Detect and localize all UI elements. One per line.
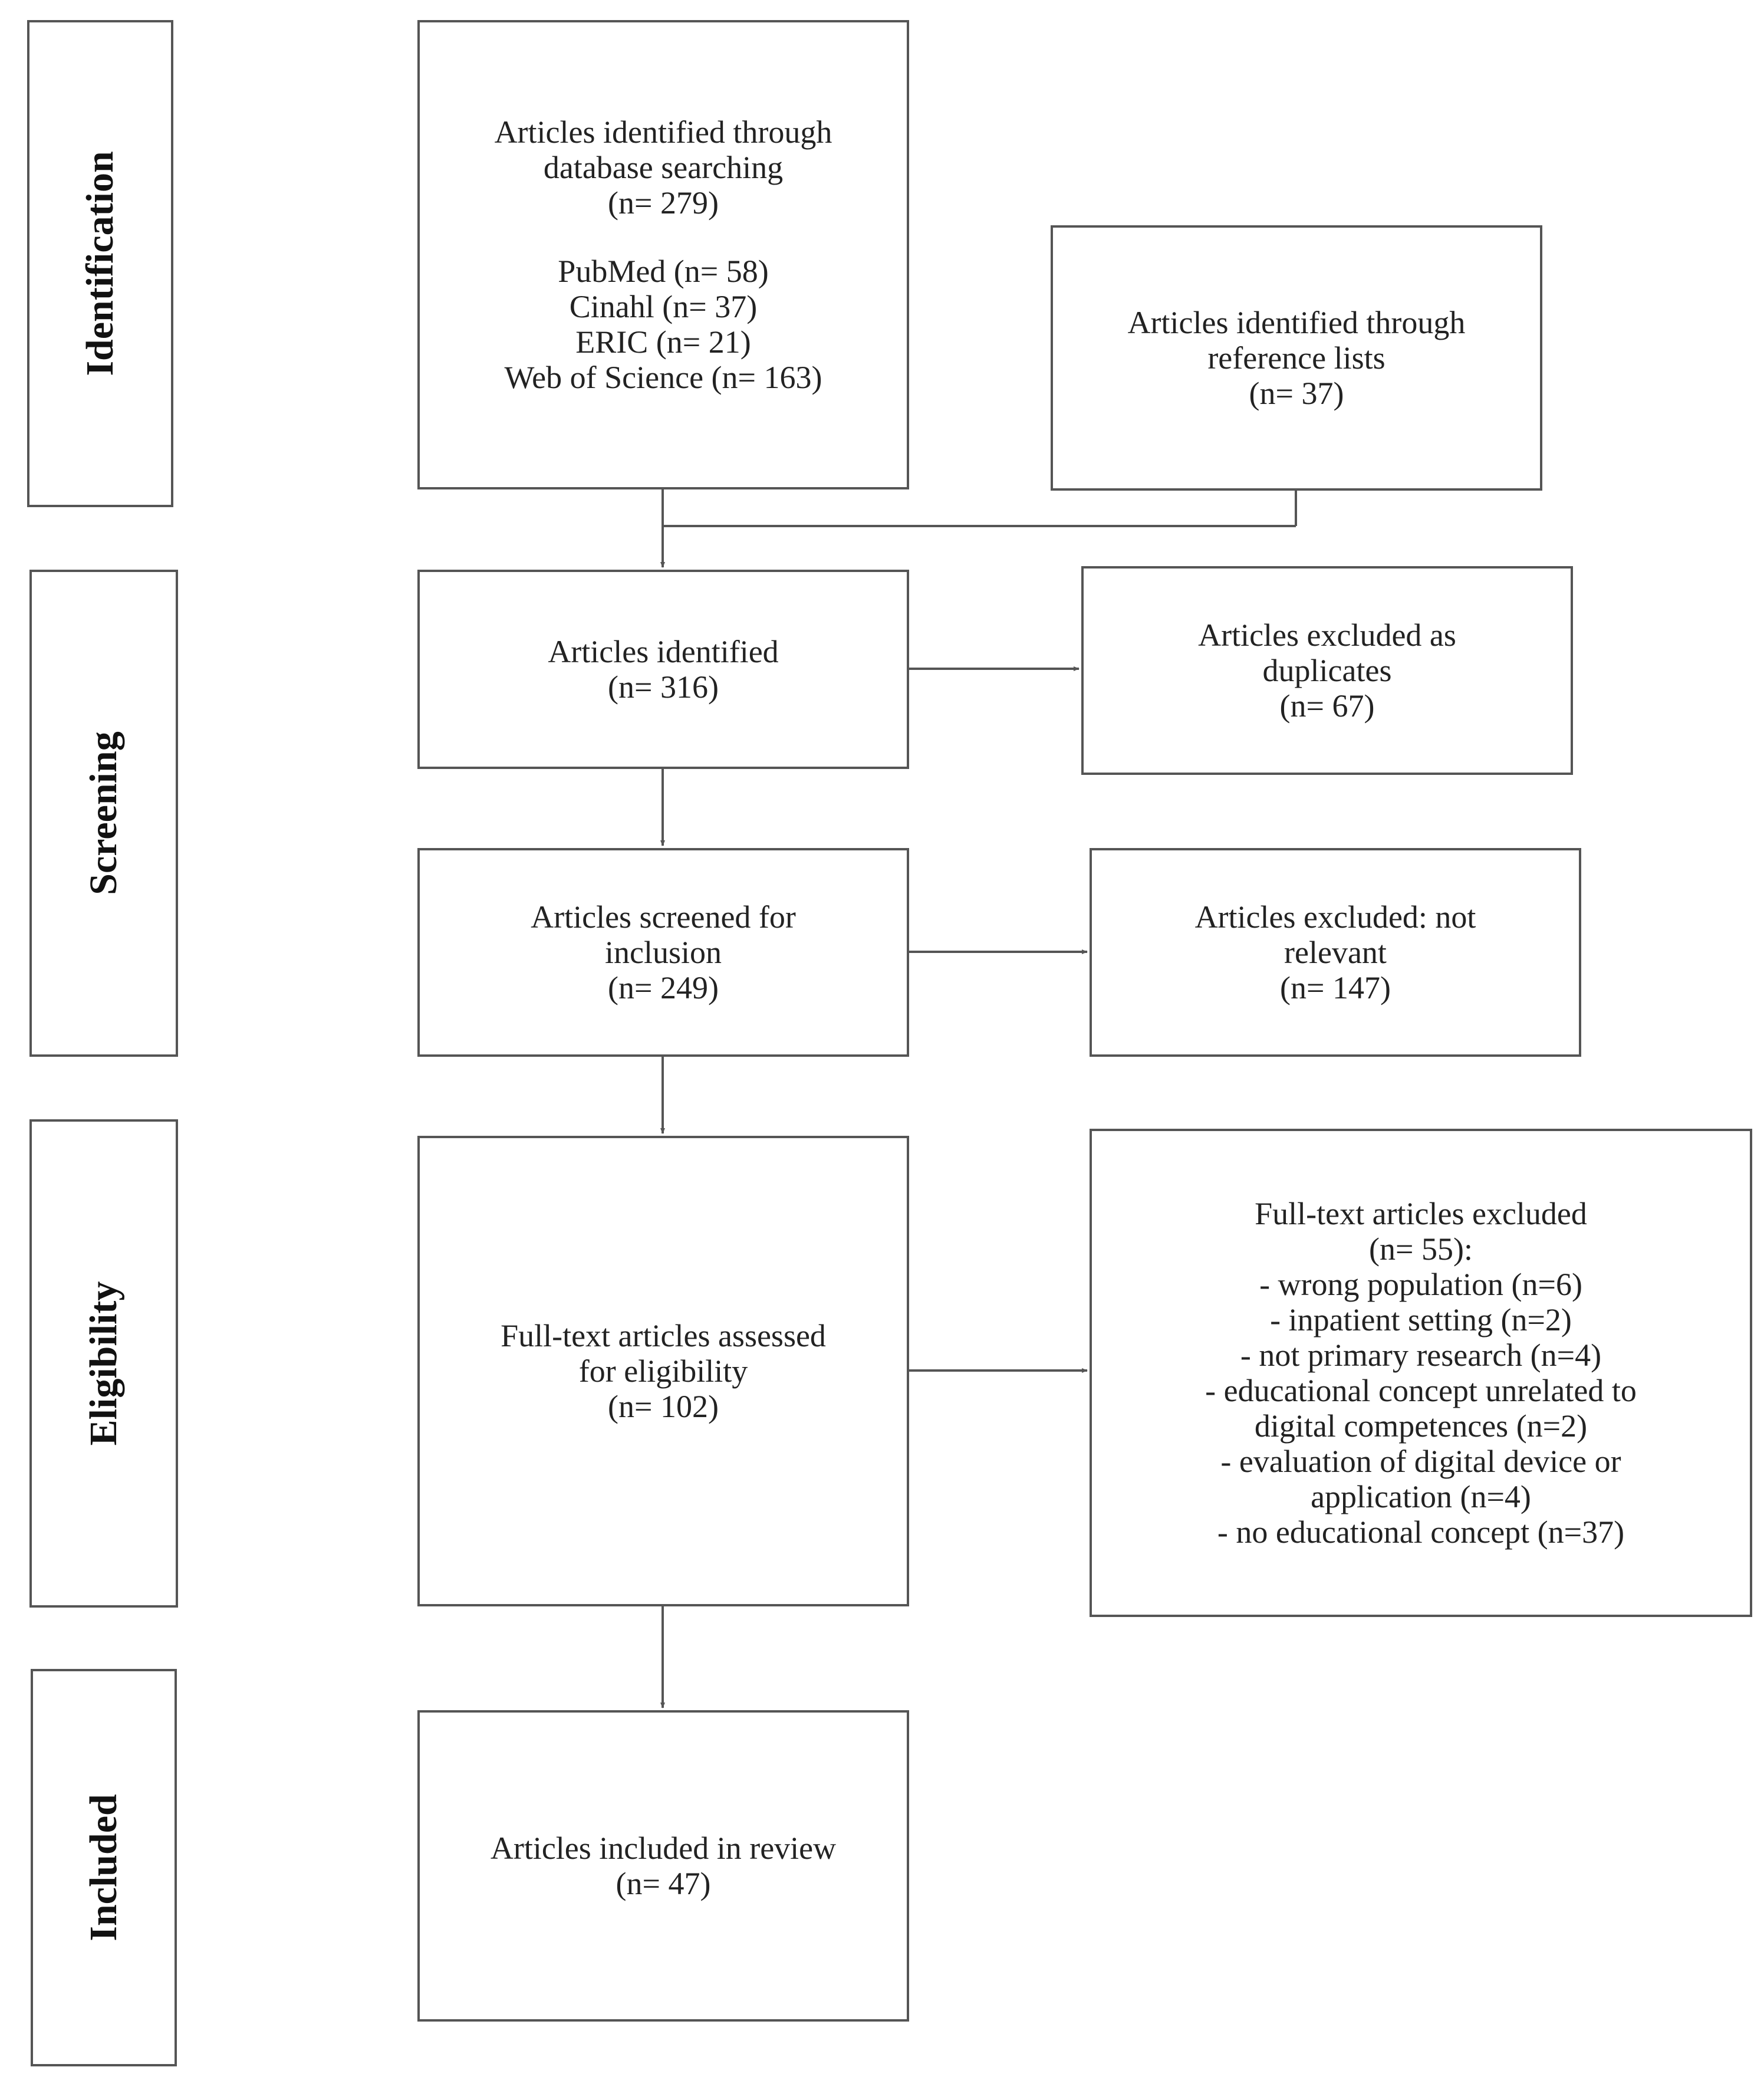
db-search-box: Articles identified through database sea…: [417, 20, 909, 489]
excluded-reason-evaluation-device: - evaluation of digital device or: [1220, 1444, 1621, 1479]
db-search-count: (n= 279): [608, 185, 719, 221]
duplicates-line-2: duplicates: [1262, 653, 1392, 688]
not-relevant-count: (n= 147): [1280, 970, 1391, 1005]
stage-identification: Identification: [27, 20, 173, 507]
identified-box: Articles identified (n= 316): [417, 570, 909, 769]
excluded-reason-no-educational-concept: - no educational concept (n=37): [1217, 1514, 1625, 1550]
excluded-reason-educational-concept-unrelated: - educational concept unrelated to: [1205, 1373, 1637, 1408]
ref-lists-line-1: Articles identified through: [1127, 305, 1466, 340]
identified-line-1: Articles identified: [548, 634, 779, 669]
stage-eligibility: Eligibility: [29, 1119, 178, 1608]
source-web-of-science: Web of Science (n= 163): [504, 360, 822, 395]
ref-lists-box: Articles identified through reference li…: [1051, 225, 1542, 491]
db-search-line-1: Articles identified through: [494, 114, 832, 150]
screened-line-1: Articles screened for: [531, 899, 796, 935]
fulltext-excluded-box: Full-text articles excluded (n= 55): - w…: [1090, 1129, 1752, 1617]
not-relevant-line-2: relevant: [1284, 935, 1387, 970]
not-relevant-box: Articles excluded: not relevant (n= 147): [1090, 848, 1581, 1057]
screened-box: Articles screened for inclusion (n= 249): [417, 848, 909, 1057]
db-search-line-2: database searching: [543, 150, 784, 185]
excluded-count: (n= 55):: [1369, 1231, 1473, 1267]
excluded-reason-evaluation-device-cont: application (n=4): [1311, 1479, 1531, 1514]
duplicates-line-1: Articles excluded as: [1198, 617, 1456, 653]
ref-lists-line-2: reference lists: [1207, 340, 1385, 376]
source-cinahl: Cinahl (n= 37): [569, 289, 758, 324]
excluded-reason-inpatient-setting: - inpatient setting (n=2): [1270, 1302, 1572, 1337]
ref-lists-count: (n= 37): [1249, 376, 1344, 411]
duplicates-box: Articles excluded as duplicates (n= 67): [1081, 566, 1573, 775]
fulltext-line-2: for eligibility: [578, 1353, 748, 1389]
included-count: (n= 47): [616, 1866, 711, 1901]
identified-count: (n= 316): [608, 669, 719, 705]
fulltext-count: (n= 102): [608, 1389, 719, 1424]
source-pubmed: PubMed (n= 58): [558, 254, 769, 289]
stage-screening: Screening: [29, 570, 178, 1057]
fulltext-box: Full-text articles assessed for eligibil…: [417, 1136, 909, 1606]
fulltext-line-1: Full-text articles assessed: [501, 1318, 826, 1353]
included-box: Articles included in review (n= 47): [417, 1710, 909, 2022]
included-line-1: Articles included in review: [490, 1830, 837, 1866]
excluded-heading: Full-text articles excluded: [1255, 1196, 1587, 1231]
stage-included: Included: [31, 1669, 177, 2066]
screened-count: (n= 249): [608, 970, 719, 1005]
source-eric: ERIC (n= 21): [575, 324, 751, 360]
not-relevant-line-1: Articles excluded: not: [1194, 899, 1476, 935]
excluded-reason-educational-concept-unrelated-cont: digital competences (n=2): [1254, 1408, 1588, 1444]
excluded-reason-not-primary-research: - not primary research (n=4): [1240, 1337, 1602, 1373]
duplicates-count: (n= 67): [1279, 688, 1375, 724]
excluded-reason-wrong-population: - wrong population (n=6): [1259, 1267, 1582, 1302]
screened-line-2: inclusion: [605, 935, 722, 970]
